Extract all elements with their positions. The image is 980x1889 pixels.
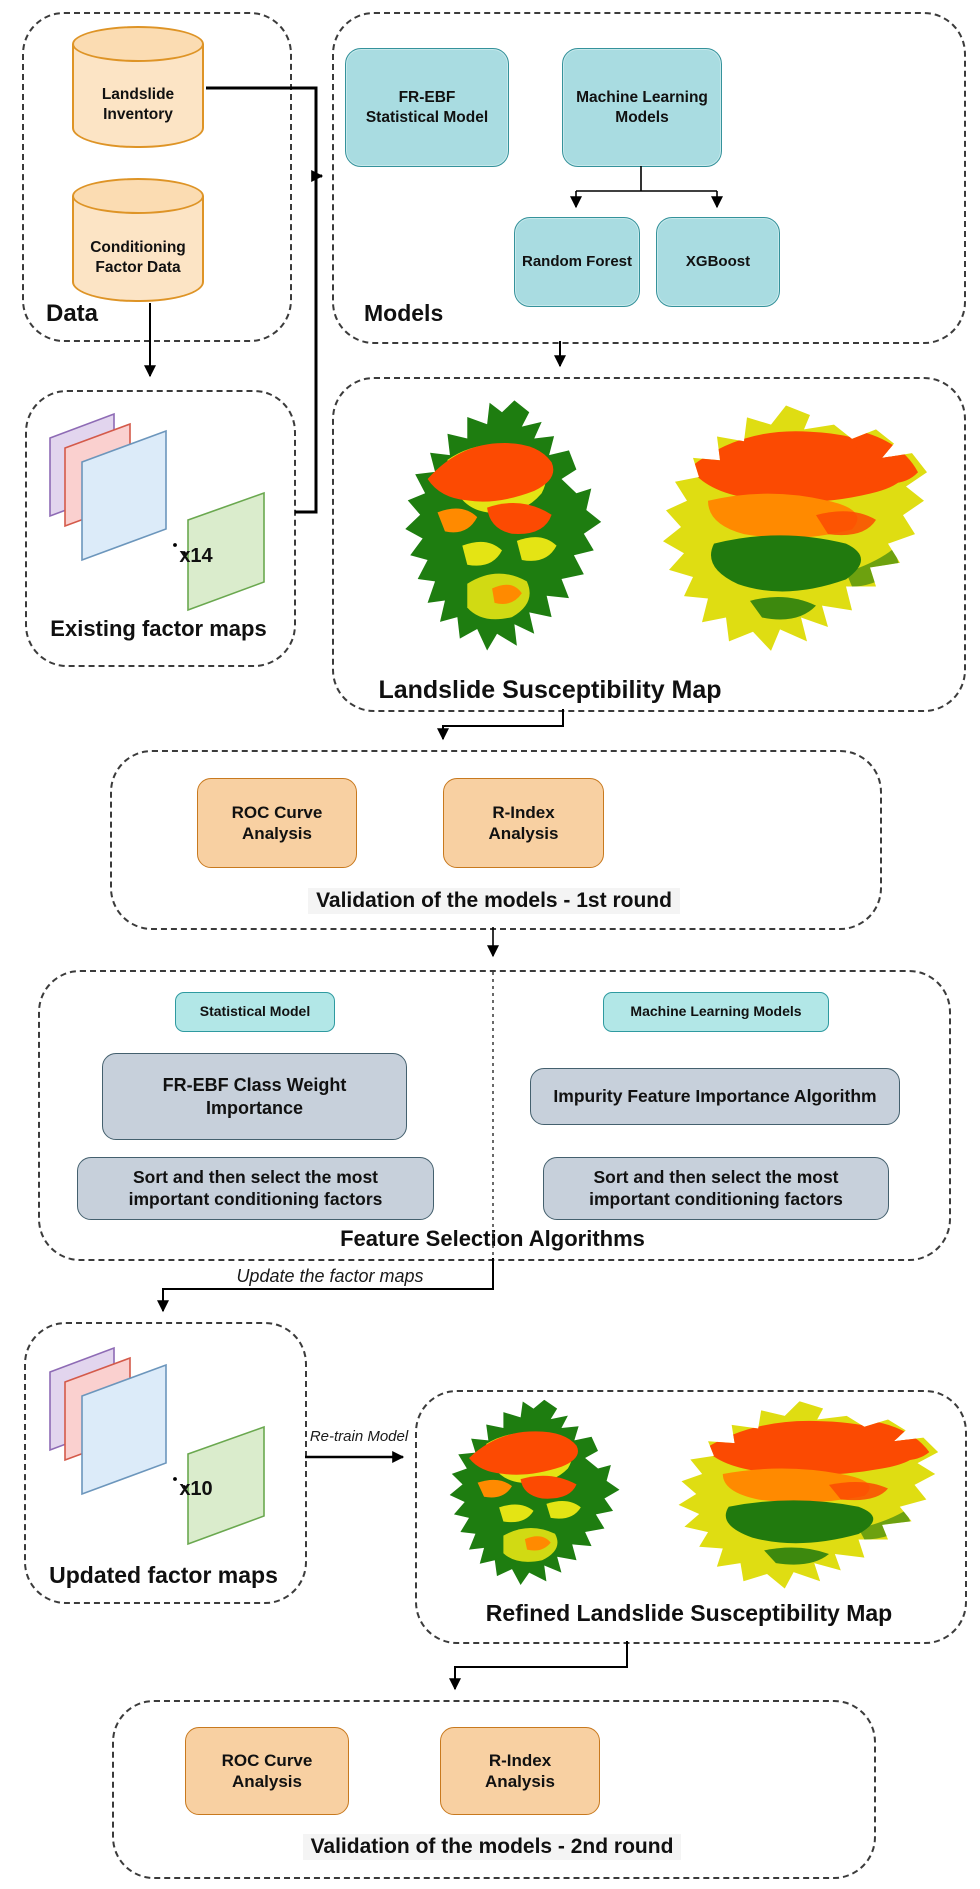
conditioning-factor-label: Conditioning Factor Data [90,238,186,276]
updated-count-label: x10 [179,1478,213,1500]
fr-ebf-model-box: FR-EBF Statistical Model [345,48,509,167]
refined-map-right [652,1394,947,1594]
landslide-inventory-label: Landslide Inventory [101,85,175,123]
roc-analysis-box-1: ROC Curve Analysis [197,778,357,868]
updated-factor-layers-graphic [49,1347,265,1545]
xgboost-box: XGBoost [656,217,780,307]
refined-lsm-group [415,1390,967,1644]
existing-factor-maps-group [25,390,296,667]
updated-maps-label: Updated factor maps [49,1562,278,1588]
lsm-map-right [636,396,936,658]
cylinder-top [72,178,204,214]
ml-models-small-box: Machine Learning Models [603,992,829,1032]
refined-lsm-label: Refined Landslide Susceptibility Map [485,1600,893,1626]
fr-ebf-weight-box: FR-EBF Class Weight Importance [102,1053,407,1140]
existing-factor-layers-graphic [49,413,265,611]
validation2-label: Validation of the models - 2nd round [302,1834,682,1860]
refined-map-left [426,1398,641,1592]
lsm-label: Landslide Susceptibility Map [378,676,722,704]
models-group-label: Models [364,300,444,326]
updated-factor-maps-group [24,1322,307,1604]
impurity-importance-box: Impurity Feature Importance Algorithm [530,1068,900,1125]
validation1-label: Validation of the models - 1st round [308,888,680,914]
statistical-model-box: Statistical Model [175,992,335,1032]
lsm-map-left [378,398,626,660]
feature-selection-group [38,970,951,1261]
ml-models-box: Machine Learning Models [562,48,722,167]
update-factor-maps-annotation: Update the factor maps [236,1266,424,1286]
feature-selection-label: Feature Selection Algorithms [340,1226,645,1251]
roc-analysis-box-2: ROC Curve Analysis [185,1727,349,1815]
sort-select-right-box: Sort and then select the most important … [543,1157,889,1220]
retrain-model-annotation: Re-train Model [309,1428,409,1445]
random-forest-box: Random Forest [514,217,640,307]
rindex-analysis-box-1: R-Index Analysis [443,778,604,868]
sort-select-left-box: Sort and then select the most important … [77,1157,434,1220]
validation2-label-row: Validation of the models - 2nd round [112,1834,872,1860]
models-group [332,12,966,344]
validation1-group [110,750,882,930]
landslide-inventory-cylinder: Landslide Inventory [72,26,204,148]
rindex-analysis-box-2: R-Index Analysis [440,1727,600,1815]
validation1-label-row: Validation of the models - 1st round [110,888,878,914]
existing-count-label: x14 [179,545,213,567]
conditioning-factor-cylinder: Conditioning Factor Data [72,178,204,302]
validation2-group [112,1700,876,1879]
cylinder-top [72,26,204,62]
lsm-group [332,377,966,712]
existing-maps-label: Existing factor maps [50,616,267,641]
data-group-label: Data [46,300,99,327]
